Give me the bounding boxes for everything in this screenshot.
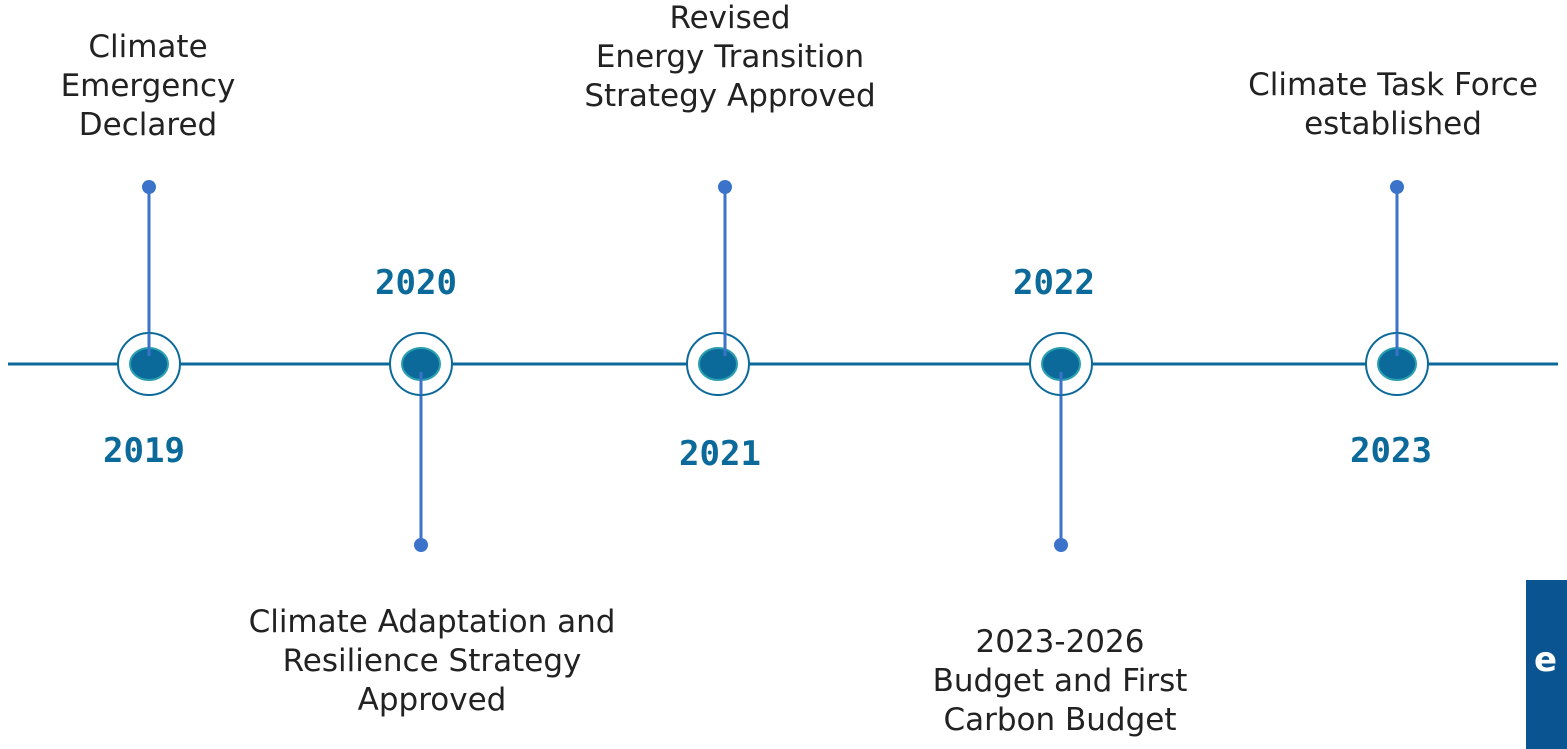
logo-tab bbox=[1526, 580, 1567, 749]
year-label-2023: 2023 bbox=[1350, 431, 1432, 471]
event-2019-description: Climate Emergency Declared bbox=[60, 29, 236, 143]
event-2022-description: 2023-2026 Budget and First Carbon Budget bbox=[932, 624, 1188, 738]
event-2020-description: Climate Adaptation and Resilience Strate… bbox=[248, 604, 616, 718]
event-2021-description: Revised Energy Transition Strategy Appro… bbox=[584, 0, 876, 114]
year-label-2020: 2020 bbox=[375, 263, 457, 303]
connector-end-dot-2020 bbox=[414, 538, 428, 552]
connector-end-dot-2023 bbox=[1390, 180, 1404, 194]
connector-end-dot-2021 bbox=[718, 180, 732, 194]
logo-icon: e bbox=[1534, 640, 1558, 680]
milestone-node-2021 bbox=[698, 347, 738, 381]
event-2023-description: Climate Task Force established bbox=[1248, 67, 1538, 142]
year-label-2021: 2021 bbox=[679, 434, 761, 474]
connector-end-dot-2019 bbox=[142, 180, 156, 194]
year-label-2022: 2022 bbox=[1013, 263, 1095, 303]
year-label-2019: 2019 bbox=[103, 431, 185, 471]
connector-end-dot-2022 bbox=[1054, 538, 1068, 552]
